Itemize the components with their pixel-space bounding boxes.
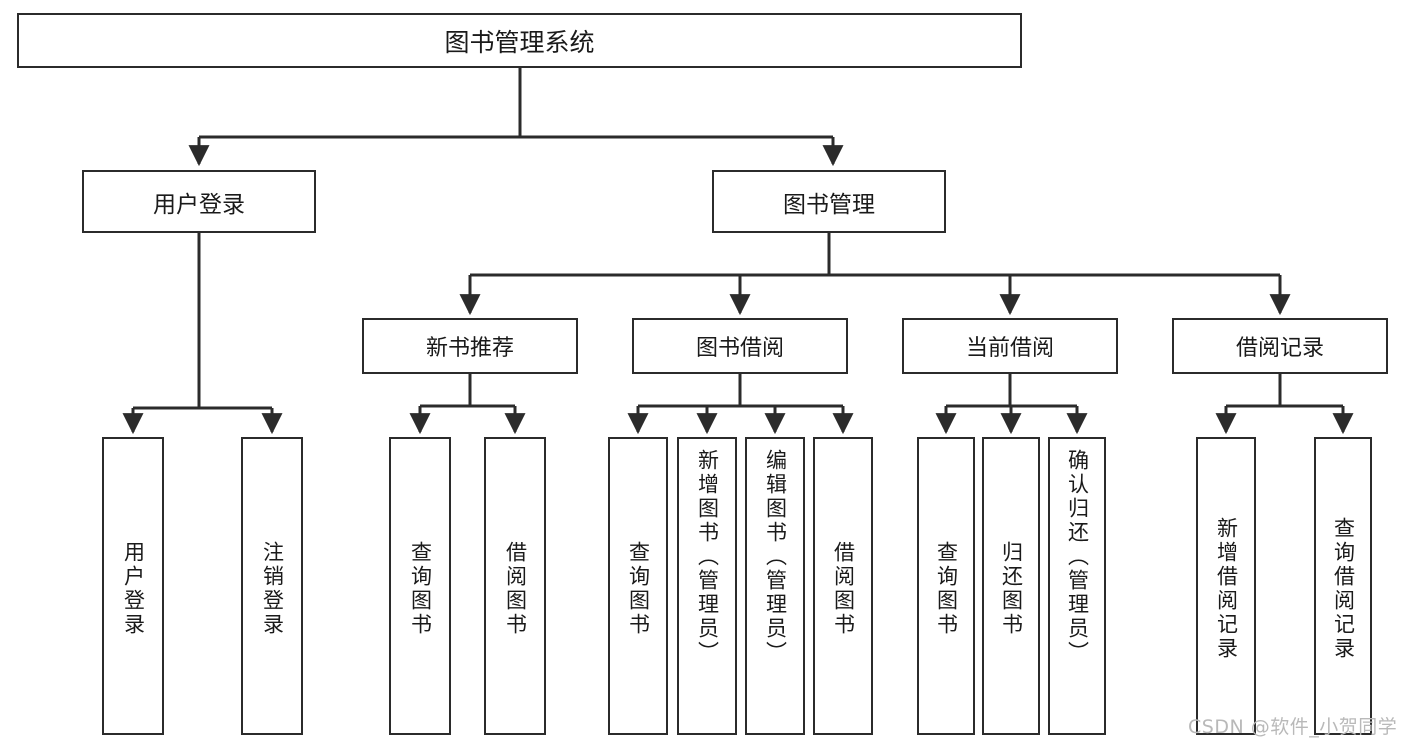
leaf-query-borrow-record-label: 查询借阅记录 (1331, 517, 1356, 661)
leaf-add-book-admin[interactable]: 新增图书（管理员） (677, 437, 737, 735)
leaf-return-book-label: 归还图书 (999, 541, 1024, 637)
leaf-confirm-return-admin[interactable]: 确认归还（管理员） (1048, 437, 1106, 735)
node-borrow-record[interactable]: 借阅记录 (1172, 318, 1388, 374)
leaf-add-borrow-record[interactable]: 新增借阅记录 (1196, 437, 1256, 735)
node-book-management[interactable]: 图书管理 (712, 170, 946, 233)
node-current-borrow-label: 当前借阅 (965, 336, 1054, 361)
leaf-user-login-label: 用户登录 (121, 541, 146, 637)
leaf-user-logout-label: 注销登录 (260, 541, 285, 637)
watermark: CSDN @软件_小贺同学 (1188, 716, 1398, 738)
node-book-borrow[interactable]: 图书借阅 (632, 318, 848, 374)
leaf-recommend-borrow-book[interactable]: 借阅图书 (484, 437, 546, 735)
leaf-user-logout[interactable]: 注销登录 (241, 437, 303, 735)
leaf-confirm-return-admin-label: 确认归还（管理员） (1065, 449, 1090, 665)
node-borrow-record-label: 借阅记录 (1235, 336, 1324, 361)
node-new-book-recommend[interactable]: 新书推荐 (362, 318, 578, 374)
leaf-recommend-query-book[interactable]: 查询图书 (389, 437, 451, 735)
node-new-book-recommend-label: 新书推荐 (425, 336, 514, 361)
leaf-user-login[interactable]: 用户登录 (102, 437, 164, 735)
node-root[interactable]: 图书管理系统 (17, 13, 1022, 68)
leaf-edit-book-admin[interactable]: 编辑图书（管理员） (745, 437, 805, 735)
node-book-management-label: 图书管理 (783, 191, 875, 218)
leaf-borrow-book-label: 借阅图书 (831, 541, 856, 637)
leaf-recommend-query-book-label: 查询图书 (408, 541, 433, 637)
leaf-return-book[interactable]: 归还图书 (982, 437, 1040, 735)
node-user-login[interactable]: 用户登录 (82, 170, 316, 233)
leaf-edit-book-admin-label: 编辑图书（管理员） (763, 449, 788, 665)
leaf-borrow-book[interactable]: 借阅图书 (813, 437, 873, 735)
leaf-current-query-book-label: 查询图书 (934, 541, 959, 637)
node-current-borrow[interactable]: 当前借阅 (902, 318, 1118, 374)
leaf-add-book-admin-label: 新增图书（管理员） (695, 449, 720, 665)
leaf-recommend-borrow-book-label: 借阅图书 (503, 541, 528, 637)
node-root-label: 图书管理系统 (444, 27, 595, 57)
node-book-borrow-label: 图书借阅 (695, 336, 784, 361)
leaf-query-borrow-record[interactable]: 查询借阅记录 (1314, 437, 1372, 735)
leaf-borrow-query-book-label: 查询图书 (626, 541, 651, 637)
leaf-current-query-book[interactable]: 查询图书 (917, 437, 975, 735)
leaf-add-borrow-record-label: 新增借阅记录 (1214, 517, 1239, 661)
leaf-borrow-query-book[interactable]: 查询图书 (608, 437, 668, 735)
node-user-login-label: 用户登录 (153, 191, 245, 218)
